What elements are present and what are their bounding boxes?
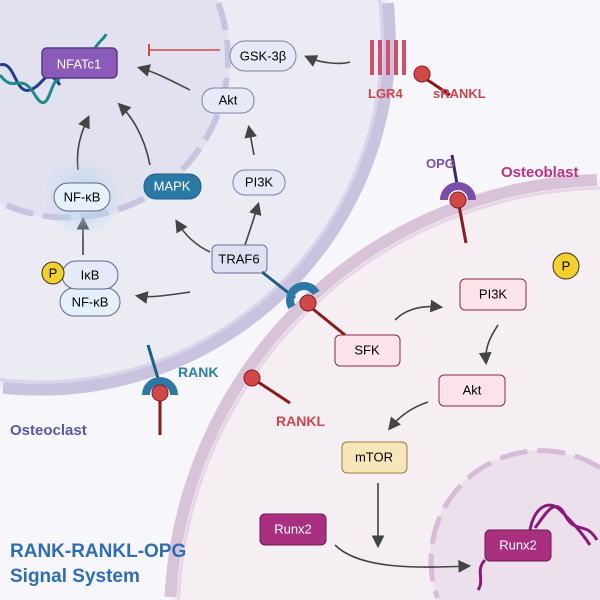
svg-text:GSK-3β: GSK-3β — [240, 49, 287, 64]
runx2-nuclear-node: Runx2 — [484, 529, 552, 562]
svg-text:TRAF6: TRAF6 — [218, 252, 259, 267]
svg-text:P: P — [49, 266, 58, 281]
traf6-node: TRAF6 — [211, 244, 268, 274]
svg-text:SFK: SFK — [354, 343, 380, 358]
lgr4-label: LGR4 — [368, 86, 403, 101]
nfatc1-node: NFATc1 — [41, 47, 118, 79]
svg-text:Runx2: Runx2 — [499, 538, 537, 553]
osteoblast-label: Osteoblast — [501, 164, 579, 181]
runx2-node: Runx2 — [259, 513, 327, 546]
opg-receptor — [440, 154, 476, 244]
phosphate-badge: P — [41, 261, 65, 285]
title-line-2: Signal System — [10, 566, 140, 587]
rankl-ligand — [243, 369, 291, 405]
svg-text:Akt: Akt — [463, 383, 482, 398]
phosphate-badge: P — [552, 252, 580, 280]
title-line-1: RANK-RANKL-OPG — [10, 541, 186, 562]
svg-text:MAPK: MAPK — [154, 179, 191, 194]
lgr4-receptor — [370, 40, 451, 97]
ikb-node: IκB — [61, 260, 119, 290]
svg-text:NFATc1: NFATc1 — [57, 57, 102, 72]
dna-icon — [476, 503, 599, 591]
rank-rankl-complex — [261, 270, 346, 337]
pi3k-node: PI3K — [459, 278, 527, 311]
sfk-node: SFK — [334, 334, 401, 367]
svg-text:mTOR: mTOR — [355, 450, 393, 465]
svg-text:Runx2: Runx2 — [274, 522, 312, 537]
mapk-node: MAPK — [143, 173, 202, 200]
svg-text:P: P — [562, 259, 571, 274]
rank-label: RANK — [178, 364, 218, 380]
svg-text:Akt: Akt — [219, 93, 238, 108]
rank-receptor — [142, 344, 178, 435]
svg-text:IκB: IκB — [81, 268, 100, 283]
svg-text:PI3K: PI3K — [479, 287, 508, 302]
akt-node: Akt — [438, 374, 506, 407]
rankl-label: RANKL — [276, 413, 325, 429]
svg-text:NF-κB: NF-κB — [72, 295, 109, 310]
opg-label: OPG — [426, 156, 455, 171]
pi3k-node: PI3K — [232, 169, 286, 196]
akt-node: Akt — [201, 87, 255, 114]
nfkb-complex-node: NF-κB — [59, 287, 121, 317]
mtor-node: mTOR — [341, 441, 408, 474]
osteoclast-label: Osteoclast — [10, 422, 87, 439]
gsk3b-node: GSK-3β — [229, 40, 297, 72]
osteoblast-nucleus — [428, 448, 600, 600]
srankl-label: sRANKL — [433, 86, 486, 101]
svg-text:PI3K: PI3K — [245, 175, 274, 190]
nfkb-node: NF-κB — [53, 182, 111, 212]
svg-text:NF-κB: NF-κB — [64, 190, 101, 205]
